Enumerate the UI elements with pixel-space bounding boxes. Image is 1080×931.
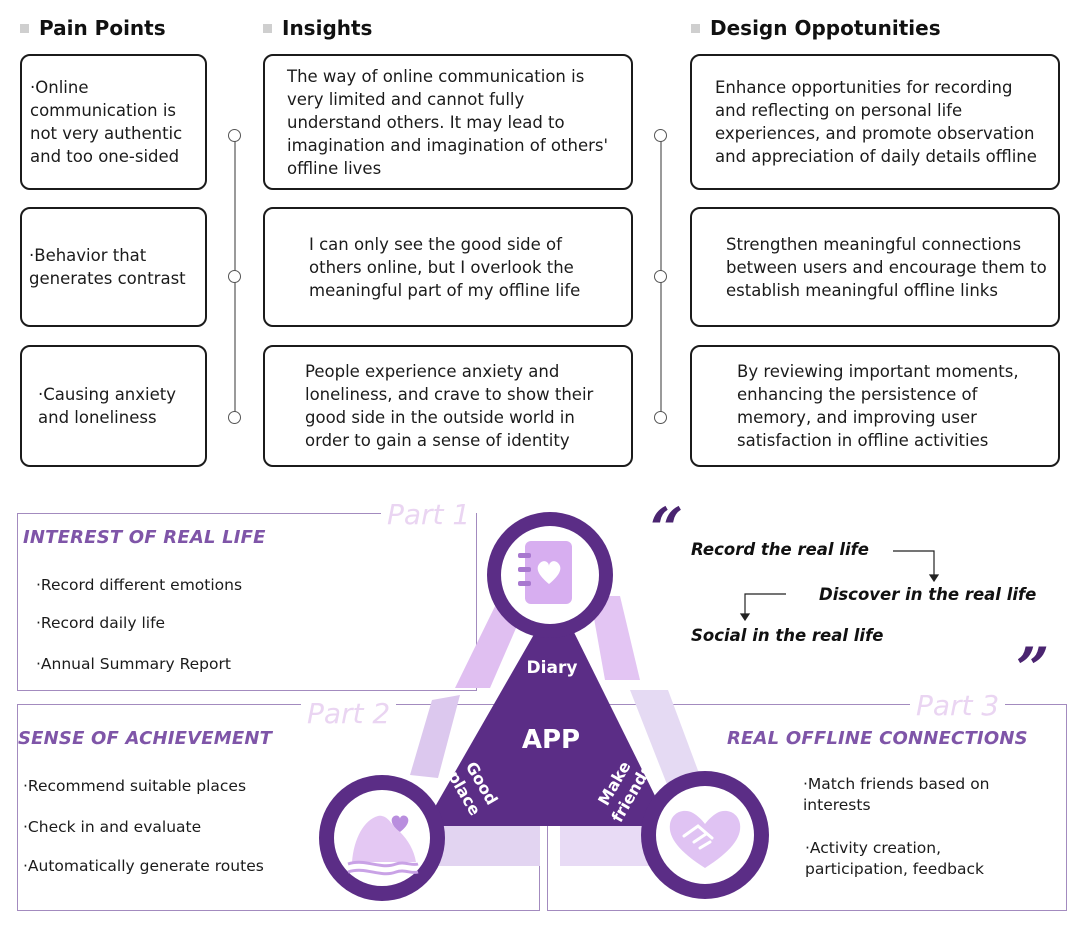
pain-point-card: ·Behavior that generates contrast [20, 207, 207, 327]
pain-point-text: ·Causing anxiety and loneliness [38, 385, 176, 427]
ribbon-bottom-right [560, 818, 660, 866]
bullet-square-icon [691, 23, 700, 33]
app-triangle [424, 596, 670, 826]
insight-text: People experience anxiety and loneliness… [305, 362, 594, 450]
part2-label: Part 2 [301, 697, 397, 730]
connector-node [228, 270, 241, 283]
part1-item: ·Annual Summary Report [36, 655, 231, 673]
connector-node [228, 129, 241, 142]
part1-item: ·Record different emotions [36, 576, 243, 594]
design-opportunities-header: Design Oppotunities [691, 16, 941, 40]
connector-node [654, 270, 667, 283]
part3-label: Part 3 [910, 689, 1006, 722]
insight-text: I can only see the good side of others o… [309, 234, 581, 300]
part1-item: ·Record daily life [36, 614, 166, 632]
open-quote-icon: “ [650, 495, 684, 563]
connector-node [228, 411, 241, 424]
part1-title: INTEREST OF REAL LIFE [23, 527, 266, 548]
ribbon-bottom-left [420, 818, 540, 866]
pain-points-title: Pain Points [39, 16, 166, 40]
part2-item: ·Automatically generate routes [23, 857, 264, 875]
app-label: APP [522, 725, 580, 755]
connector-node [654, 411, 667, 424]
design-opportunity-card: Enhance opportunities for recording and … [690, 54, 1060, 190]
design-opportunities-title: Design Oppotunities [710, 16, 941, 40]
part2-item: ·Recommend suitable places [23, 777, 247, 795]
insights-header: Insights [263, 16, 372, 40]
insight-text: The way of online communication is very … [287, 66, 609, 178]
design-opportunity-text: By reviewing important moments, enhancin… [737, 362, 1019, 450]
connector-node [654, 129, 667, 142]
design-opportunity-card: By reviewing important moments, enhancin… [690, 345, 1060, 467]
flow-step-record: Record the real life [691, 540, 869, 559]
bullet-square-icon [20, 23, 29, 33]
insight-card: The way of online communication is very … [263, 54, 633, 190]
close-quote-icon: ” [1016, 635, 1050, 703]
bullet-square-icon [263, 23, 272, 33]
pain-point-card: ·Online communication is not very authen… [20, 54, 207, 190]
part3-item: ·Activity creation, participation, feedb… [805, 839, 985, 878]
design-opportunity-card: Strengthen meaningful connections betwee… [690, 207, 1060, 327]
part3-title: REAL OFFLINE CONNECTIONS [727, 728, 1028, 749]
insight-card: People experience anxiety and loneliness… [263, 345, 633, 467]
part3-item: ·Match friends based on interests [803, 775, 990, 814]
ribbon-right [630, 690, 706, 792]
flow-step-discover: Discover in the real life [819, 585, 1037, 604]
part2-title: SENSE OF ACHIEVEMENT [18, 728, 273, 749]
flow-step-social: Social in the real life [691, 626, 884, 645]
place-heart-icon [347, 815, 419, 876]
part2-item: ·Check in and evaluate [23, 818, 202, 836]
pain-point-card: ·Causing anxiety and loneliness [20, 345, 207, 467]
part1-label: Part 1 [381, 498, 477, 531]
ribbon-top-right [590, 596, 640, 680]
handshake-heart-icon [669, 810, 741, 868]
diary-heart-icon [518, 541, 572, 604]
design-opportunity-text: Strengthen meaningful connections betwee… [726, 234, 1047, 300]
diary-label: Diary [527, 658, 578, 678]
design-opportunity-text: Enhance opportunities for recording and … [715, 78, 1037, 166]
pain-point-text: ·Behavior that generates contrast [29, 246, 186, 288]
pain-points-header: Pain Points [20, 16, 166, 40]
insight-card: I can only see the good side of others o… [263, 207, 633, 327]
pain-point-text: ·Online communication is not very authen… [30, 78, 183, 166]
flow-arrows [739, 550, 940, 622]
part1-panel [17, 513, 477, 691]
insights-title: Insights [282, 16, 373, 40]
ribbon-left [410, 695, 460, 778]
